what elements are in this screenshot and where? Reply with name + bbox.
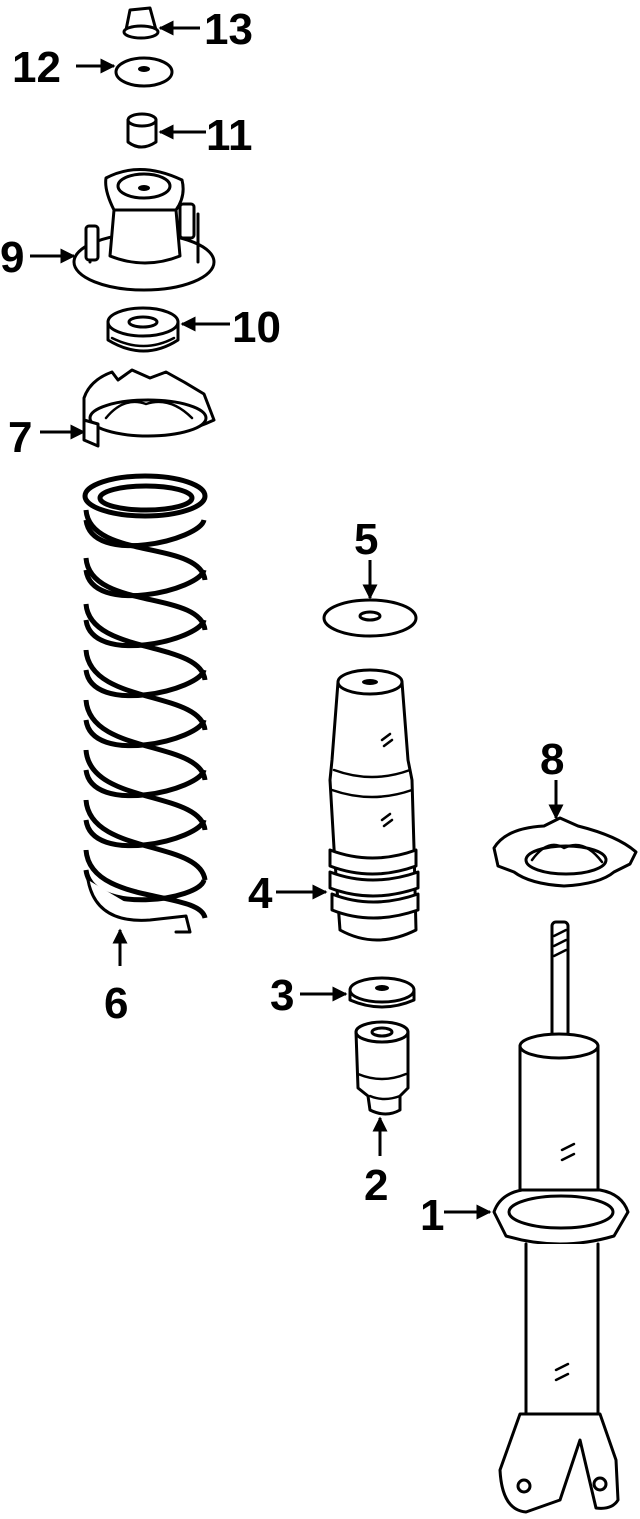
callout-11: 11 xyxy=(206,111,253,160)
callout-3: 3 xyxy=(270,971,294,1020)
callout-9: 9 xyxy=(0,233,24,282)
callout-10: 10 xyxy=(232,303,281,352)
part-7-upper-spring-seat xyxy=(82,368,216,448)
part-11-bushing xyxy=(126,112,158,149)
callout-4: 4 xyxy=(248,869,273,918)
callout-13: 13 xyxy=(204,5,253,54)
callout-labels: 13 12 11 9 10 7 5 8 4 6 3 2 1 xyxy=(0,5,564,1240)
callout-1: 1 xyxy=(420,1191,444,1240)
part-9-upper-mount xyxy=(72,168,216,292)
part-1-strut xyxy=(492,920,630,1514)
callout-5: 5 xyxy=(354,515,378,564)
part-3-washer xyxy=(348,976,416,1009)
callout-7: 7 xyxy=(8,413,32,462)
part-8-lower-spring-seat xyxy=(492,816,638,888)
part-4-dust-boot xyxy=(328,668,420,942)
part-5-washer xyxy=(322,598,418,638)
callout-8: 8 xyxy=(540,735,564,784)
callout-6: 6 xyxy=(104,979,128,1028)
part-6-coil-spring xyxy=(82,473,208,934)
part-13-nut xyxy=(122,6,160,40)
part-12-washer xyxy=(114,56,174,88)
leader-lines xyxy=(30,20,564,1220)
part-2-bump-stop xyxy=(354,1020,410,1116)
callout-2: 2 xyxy=(364,1161,388,1210)
callout-12: 12 xyxy=(12,43,61,92)
part-10-bearing xyxy=(106,306,180,353)
